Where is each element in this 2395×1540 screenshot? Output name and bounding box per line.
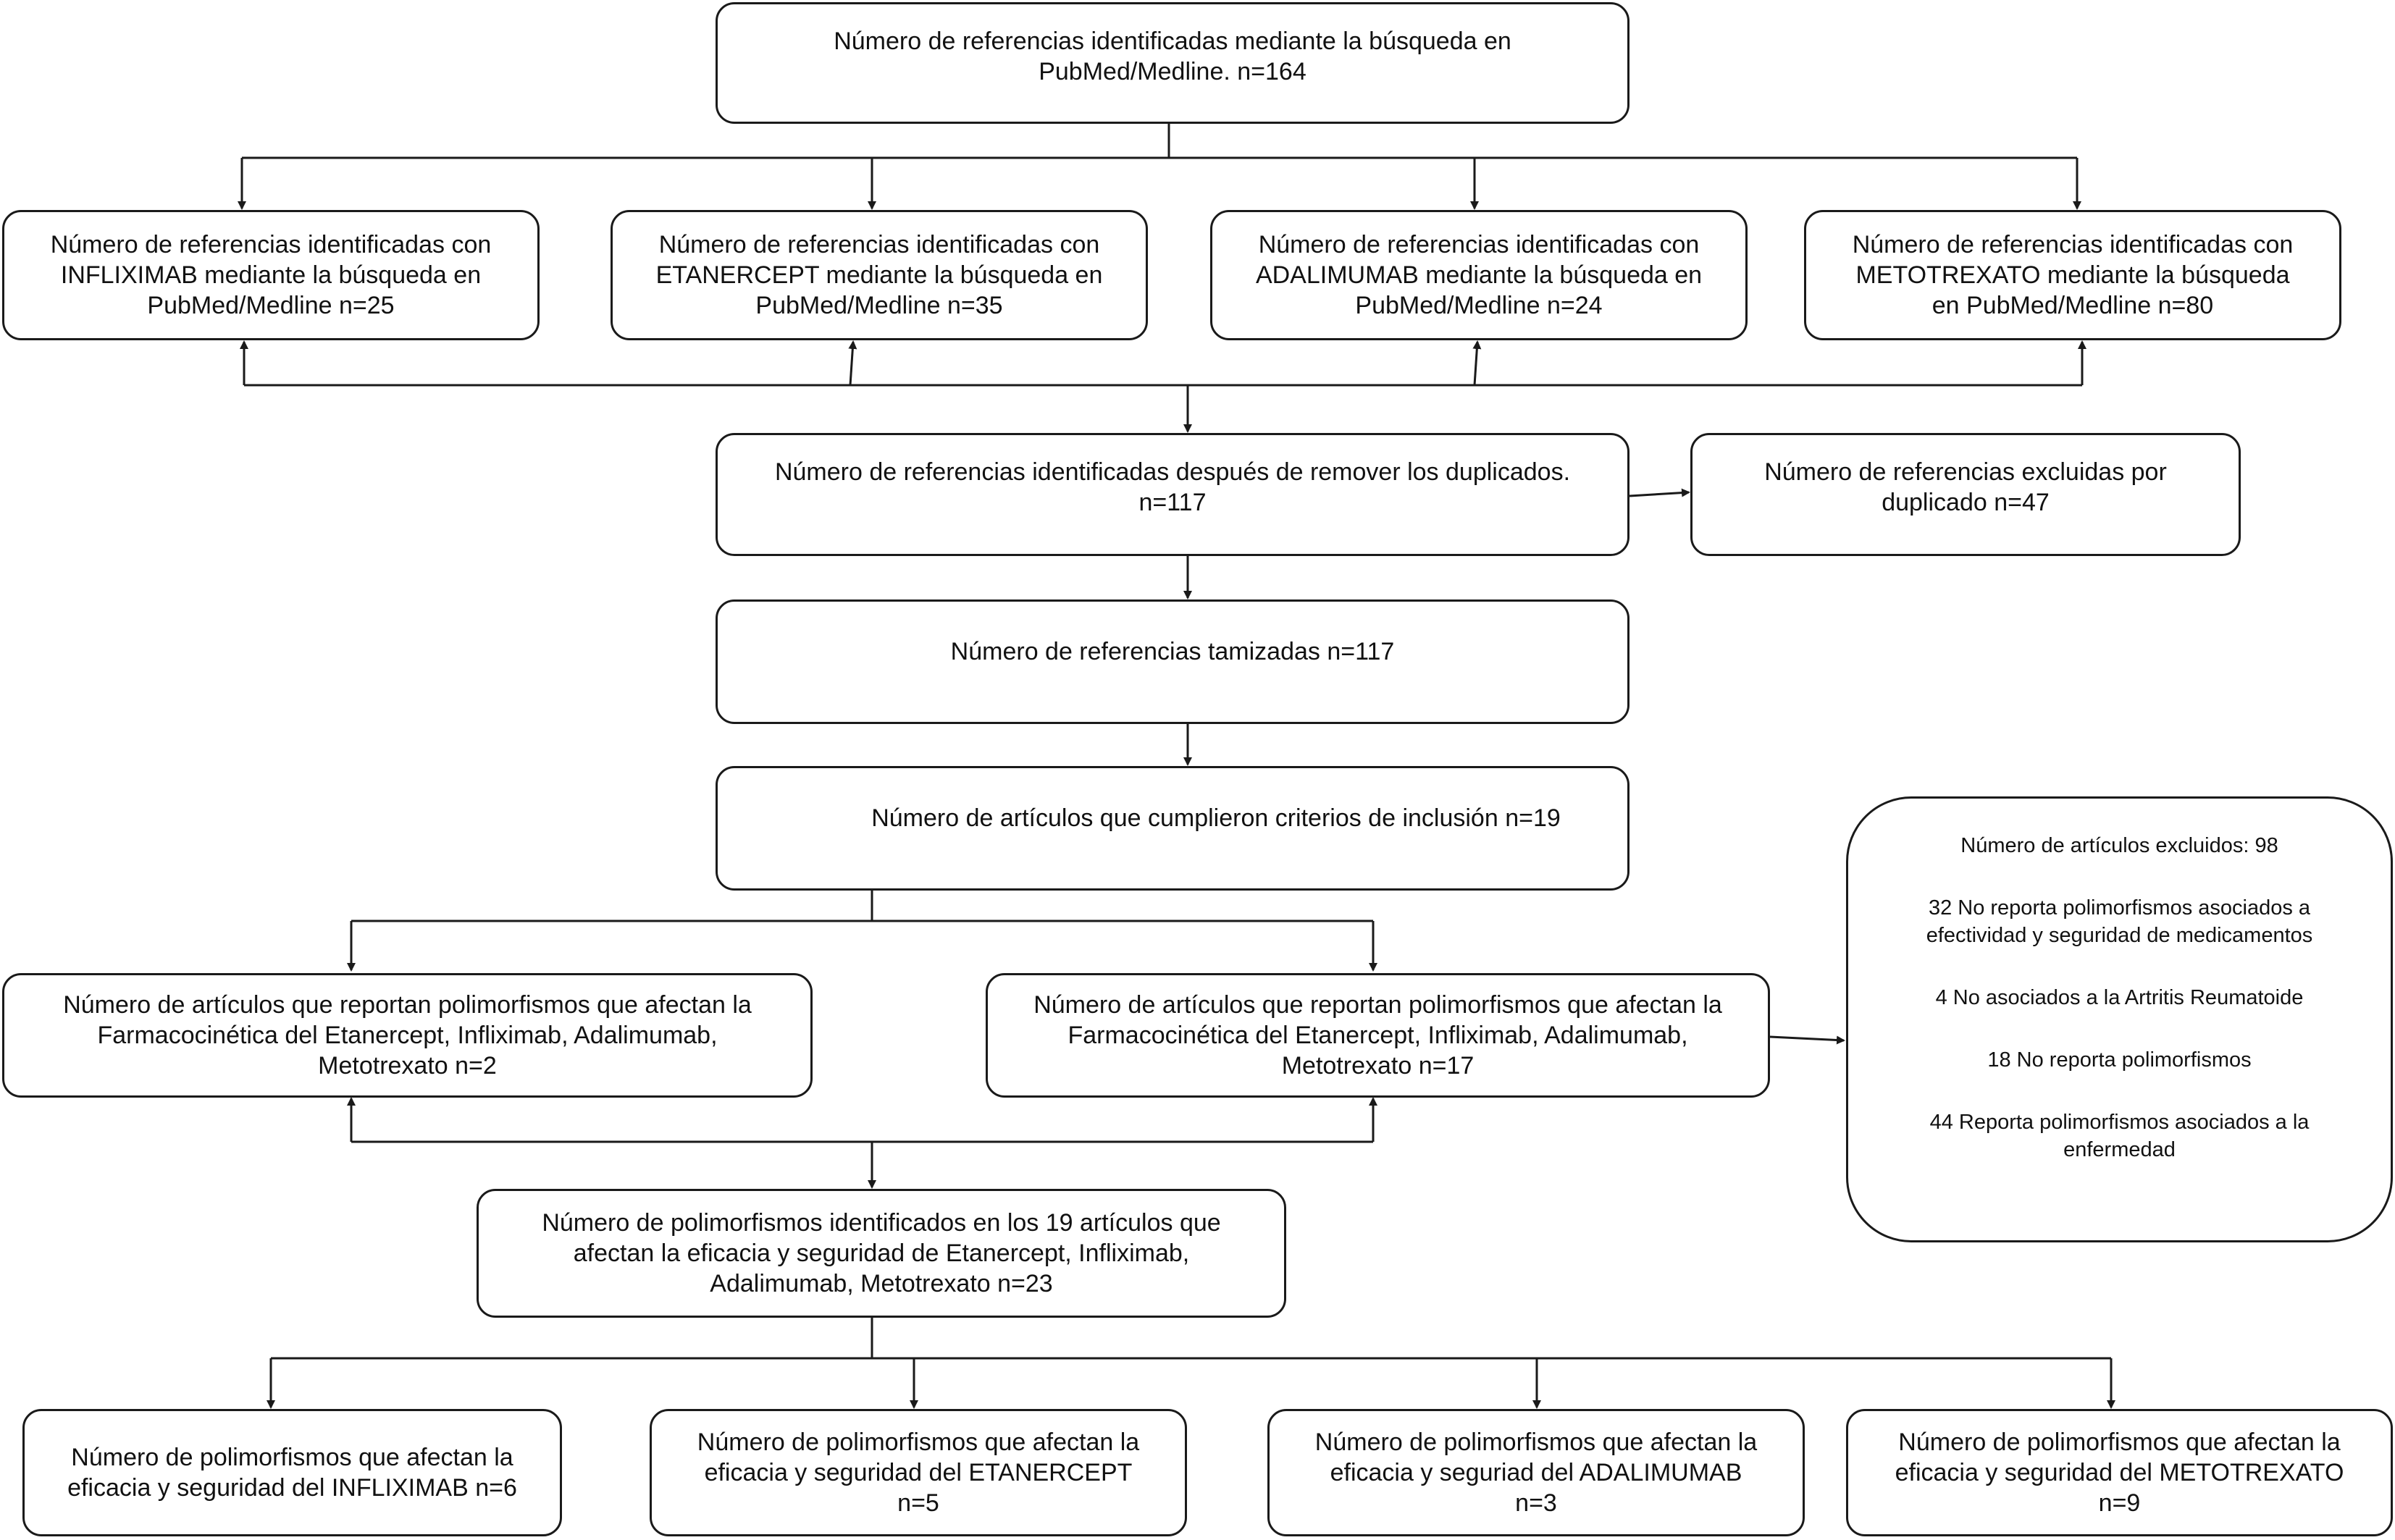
box-text: duplicado n=47 [1882,489,2050,516]
after-duplicates-box: Número de referencias identificadas desp… [716,433,1629,556]
box-text: n=5 [897,1489,939,1517]
box-text: 32 No reporta polimorfismos asociados a [1928,896,2311,920]
box-text: eficacia y seguridad del ETANERCEPT [704,1459,1133,1486]
box-text: PubMed/Medline n=25 [147,292,395,319]
box-text: eficacia y seguridad del INFLIXIMAB n=6 [67,1474,517,1502]
box-text: 4 No asociados a la Artritis Reumatoide [1935,986,2304,1009]
box-text: 44 Reporta polimorfismos asociados a la [1929,1111,2310,1134]
box-text: Número de referencias identificadas con [50,231,492,258]
box-text: Número de referencias identificadas con [1258,231,1700,258]
adalimumab-references-box: Número de referencias identificadas con … [1210,210,1748,340]
box-text: Número de artículos que reportan polimor… [1033,991,1722,1019]
box-text: PubMed/Medline. n=164 [1039,58,1306,85]
box-text: INFLIXIMAB mediante la búsqueda en [60,261,482,289]
box-text: Número de polimorfismos identificados en… [542,1209,1221,1237]
box-text: ETANERCEPT mediante la búsqueda en [655,261,1103,289]
excluded-articles-box: Número de artículos excluidos: 98 32 No … [1846,796,2393,1242]
poly-infliximab-box: Número de polimorfismos que afectan la e… [22,1409,562,1536]
box-text: Número de polimorfismos que afectan la [71,1444,513,1471]
pd-articles-box: Número de artículos que reportan polimor… [986,973,1770,1098]
box-text: Número de referencias identificadas con [1852,231,2294,258]
screened-box: Número de referencias tamizadas n=117 [716,599,1629,724]
included-box: Número de artículos que cumplieron crite… [716,766,1629,891]
pk-articles-box: Número de artículos que reportan polimor… [2,973,813,1098]
box-text: enfermedad [2063,1138,2176,1161]
box-text: 18 No reporta polimorfismos [1987,1048,2252,1072]
excluded-reason: 4 No asociados a la Artritis Reumatoide [1936,984,2304,1011]
box-text: Número de referencias identificadas medi… [834,28,1511,55]
poly-etanercept-box: Número de polimorfismos que afectan la e… [650,1409,1187,1536]
excluded-reason: 32 No reporta polimorfismos asociados a … [1926,894,2313,949]
box-text: efectividad y seguridad de medicamentos [1926,924,2313,947]
box-text: Número de artículos que reportan polimor… [63,991,752,1019]
excluded-reason: 44 Reporta polimorfismos asociados a la … [1930,1108,2310,1164]
box-text: n=3 [1515,1489,1557,1517]
polymorphisms-total-box: Número de polimorfismos identificados en… [477,1189,1286,1318]
box-text: Número de polimorfismos que afectan la [697,1429,1140,1456]
box-text: n=117 [1138,489,1207,516]
box-text: afectan la eficacia y seguridad de Etane… [573,1240,1190,1267]
box-text: Número de referencias excluidas por [1764,458,2167,486]
box-text: Adalimumab, Metotrexato n=23 [710,1270,1053,1297]
box-text: PubMed/Medline n=35 [755,292,1003,319]
box-text: eficacia y seguriad del ADALIMUMAB [1330,1459,1742,1486]
box-text: en PubMed/Medline n=80 [1931,292,2214,319]
box-text: Metotrexato n=2 [318,1052,497,1080]
box-text: Metotrexato n=17 [1281,1052,1475,1080]
excluded-reason: 18 No reporta polimorfismos [1987,1046,2251,1074]
box-text: METOTREXATO mediante la búsqueda [1855,261,2290,289]
metotrexato-references-box: Número de referencias identificadas con … [1804,210,2341,340]
excluded-duplicates-box: Número de referencias excluidas por dupl… [1690,433,2241,556]
box-text: eficacia y seguridad del METOTREXATO [1895,1459,2344,1486]
box-text: Número de polimorfismos que afectan la [1898,1429,2341,1456]
box-text: Número de referencias identificadas con [658,231,1100,258]
search-total-box: Número de referencias identificadas medi… [716,2,1629,124]
infliximab-references-box: Número de referencias identificadas con … [2,210,540,340]
box-text: Farmacocinética del Etanercept, Inflixim… [1068,1022,1688,1049]
box-text: Número de artículos que cumplieron crite… [871,804,1561,832]
box-text: ADALIMUMAB mediante la búsqueda en [1255,261,1703,289]
poly-adalimumab-box: Número de polimorfismos que afectan la e… [1267,1409,1805,1536]
box-text: Número de referencias identificadas desp… [774,458,1571,486]
box-text: n=9 [2098,1489,2141,1517]
box-text: PubMed/Medline n=24 [1355,292,1603,319]
box-text: Número de polimorfismos que afectan la [1314,1429,1758,1456]
excluded-title: Número de artículos excluidos: 98 [1960,834,2278,857]
poly-metotrexato-box: Número de polimorfismos que afectan la e… [1846,1409,2393,1536]
box-text: Número de referencias tamizadas n=117 [950,638,1395,665]
box-text: Farmacocinética del Etanercept, Inflixim… [97,1022,718,1049]
etanercept-references-box: Número de referencias identificadas con … [611,210,1148,340]
